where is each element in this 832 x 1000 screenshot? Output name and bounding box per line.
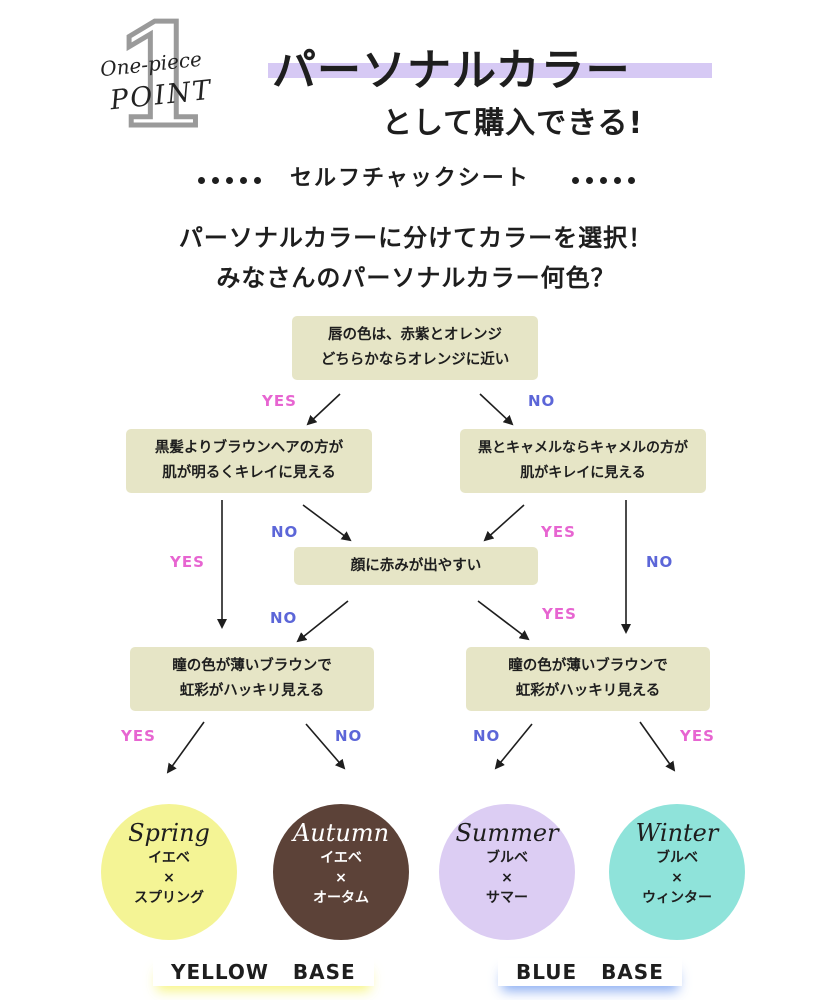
result-autumn-type: オータム (313, 890, 369, 906)
label-yes-q4r: YES (680, 727, 715, 745)
question-eye-right: 瞳の色が薄いブラウンで 虹彩がハッキリ見える (466, 647, 710, 711)
question-eye-right-line1: 瞳の色が薄いブラウンで (508, 658, 668, 674)
label-no-q2l: NO (271, 523, 299, 541)
question-brown-hair-line2: 肌が明るくキレイに見える (162, 465, 336, 481)
question-camel: 黒とキャメルならキャメルの方が 肌がキレイに見える (460, 429, 706, 493)
label-no-q3: NO (270, 609, 298, 627)
label-no-q2r: NO (646, 553, 674, 571)
yellow-base-label: YELLOW BASE (153, 958, 374, 986)
arrow-q2l-no (302, 504, 352, 542)
result-winter-cross: × (671, 870, 683, 886)
question-eye-left-line2: 虹彩がハッキリ見える (179, 683, 325, 699)
question-eye-left-line1: 瞳の色が薄いブラウンで (172, 658, 332, 674)
section-label: セルフチャックシート (290, 166, 530, 191)
intro-line-1: パーソナルカラーに分けてカラーを選択！ (178, 224, 654, 252)
page-subtitle: として購入できる! (382, 106, 644, 141)
question-eye-left: 瞳の色が薄いブラウンで 虹彩がハッキリ見える (130, 647, 374, 711)
arrow-q3-yes (477, 600, 530, 641)
arrow-q1-yes (306, 393, 341, 426)
result-spring-season: Spring (128, 819, 210, 847)
label-yes-q4l: YES (121, 727, 156, 745)
blue-base-label: BLUE BASE (498, 958, 682, 986)
arrow-q4r-yes (639, 721, 676, 772)
arrow-q1-no (479, 393, 514, 426)
question-lip-color: 唇の色は、赤紫とオレンジ どちらかならオレンジに近い (292, 316, 538, 380)
label-no-q1: NO (528, 392, 556, 410)
arrow-q4r-no (494, 723, 533, 770)
result-summer-type: サマー (486, 890, 528, 906)
arrow-q4l-no (305, 723, 346, 770)
label-yes-q2l: YES (170, 553, 205, 571)
question-face-redness: 顔に赤みが出やすい (294, 547, 538, 585)
result-winter-type: ウィンター (642, 890, 712, 906)
result-spring-type: スプリング (134, 890, 204, 906)
question-face-redness-line1: 顔に赤みが出やすい (350, 557, 482, 574)
result-autumn: Autumn イエベ × オータム (273, 804, 409, 940)
result-autumn-cross: × (335, 870, 347, 886)
result-summer-season: Summer (455, 819, 559, 847)
result-winter-season: Winter (635, 819, 719, 847)
question-camel-line1: 黒とキャメルならキャメルの方が (478, 440, 688, 456)
badge-number: 1 (110, 0, 212, 159)
result-spring-cross: × (163, 870, 175, 886)
dots-left-divider (198, 177, 261, 184)
question-camel-line2: 肌がキレイに見える (520, 465, 646, 481)
title-highlight (268, 63, 712, 78)
dots-right-divider (572, 177, 635, 184)
intro-line-2: みなさんのパーソナルカラー何色？ (216, 264, 616, 292)
question-lip-color-line2: どちらかならオレンジに近い (320, 352, 510, 368)
question-brown-hair: 黒髪よりブラウンヘアの方が 肌が明るくキレイに見える (126, 429, 372, 493)
label-no-q4r: NO (473, 727, 501, 745)
label-yes-q3: YES (542, 605, 577, 623)
result-winter-base: ブルベ (656, 850, 698, 866)
result-spring: Spring イエベ × スプリング (101, 804, 237, 940)
result-winter: Winter ブルベ × ウィンター (609, 804, 745, 940)
result-summer-cross: × (501, 870, 513, 886)
arrow-q3-no (296, 600, 349, 643)
question-brown-hair-line1: 黒髪よりブラウンヘアの方が (154, 440, 344, 456)
question-eye-right-line2: 虹彩がハッキリ見える (515, 683, 661, 699)
arrow-q2r-yes (483, 504, 525, 542)
label-yes-q2r: YES (541, 523, 576, 541)
result-summer-base: ブルベ (486, 850, 528, 866)
arrow-q4l-yes (166, 721, 205, 774)
label-no-q4l: NO (335, 727, 363, 745)
label-yes-q1: YES (262, 392, 297, 410)
question-lip-color-line1: 唇の色は、赤紫とオレンジ (328, 327, 502, 343)
result-spring-base: イエベ (148, 850, 190, 866)
result-summer: Summer ブルベ × サマー (439, 804, 575, 940)
page-title: パーソナルカラー (272, 45, 631, 96)
result-autumn-season: Autumn (292, 819, 390, 847)
result-autumn-base: イエベ (320, 850, 362, 866)
